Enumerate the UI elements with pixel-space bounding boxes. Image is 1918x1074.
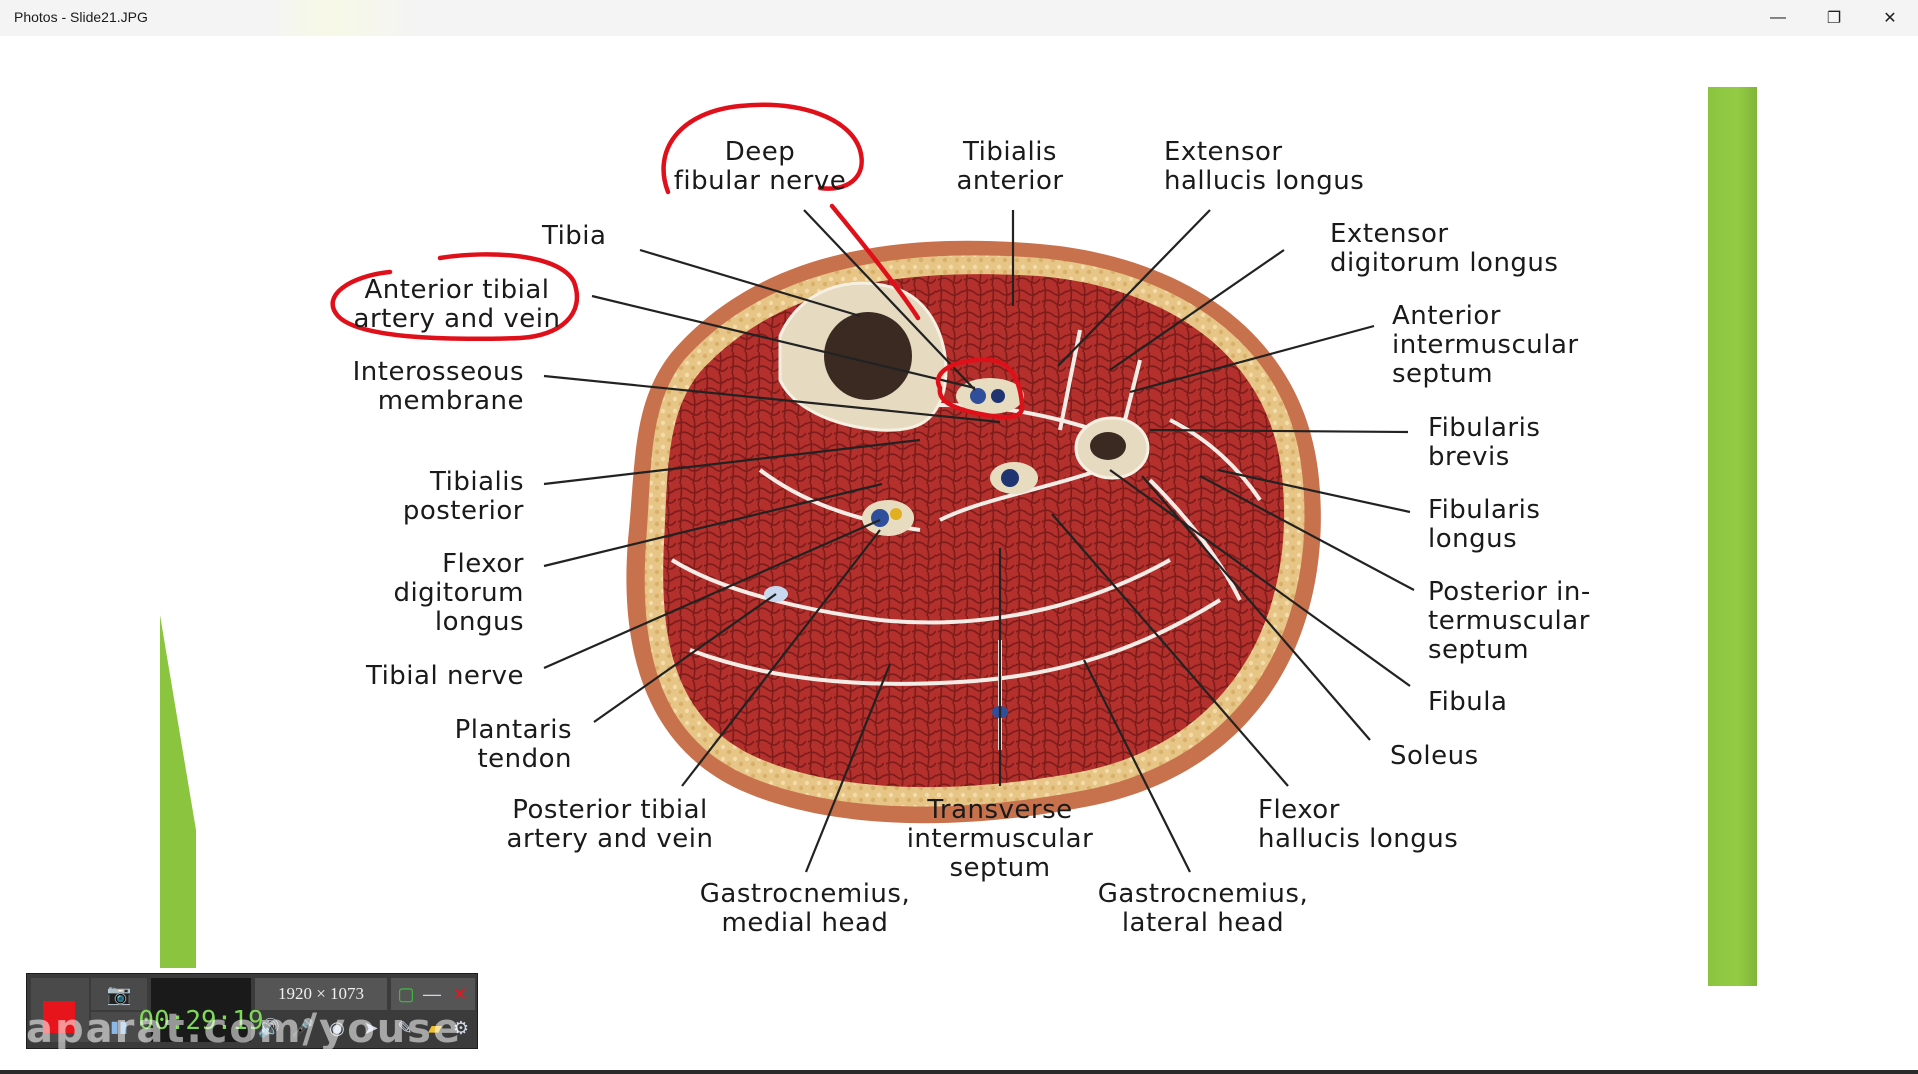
annotation-circle-deep-fibular [661, 102, 864, 195]
screen-recorder-toolbar: 📷 ▮▮ 00:29:19 1920 × 1073 ▢ — ✕ 🔊 🎤 ◉ ➤ … [26, 973, 478, 1049]
microphone-icon[interactable]: 🎤 [291, 1017, 315, 1038]
fibula-marrow [1090, 432, 1126, 460]
close-button[interactable]: ✕ [1883, 10, 1897, 27]
webcam-icon[interactable]: ◉ [329, 1017, 345, 1038]
folder-icon[interactable]: ▰ [428, 1017, 442, 1038]
bottom-edge [0, 1070, 1918, 1074]
label-soleus: Soleus [1390, 741, 1479, 771]
slide-accent-triangle [160, 615, 196, 968]
camera-icon[interactable]: 📷 [91, 978, 147, 1010]
window-title: Photos - Slide21.JPG [14, 9, 148, 25]
label-tibia: Tibia [542, 221, 607, 251]
cursor-icon[interactable]: ➤ [363, 1017, 379, 1038]
stop-icon [43, 1001, 75, 1033]
title-bar: Photos - Slide21.JPG — ❐ ✕ [0, 0, 1918, 36]
tibia-marrow [824, 312, 912, 400]
settings-gear-icon[interactable]: ⚙ [452, 1017, 470, 1038]
speaker-icon[interactable]: 🔊 [257, 1017, 281, 1038]
annotation-arrow-deep-fibular [829, 203, 921, 321]
close-recorder-icon[interactable]: ✕ [445, 978, 475, 1010]
label-fibula: Fibula [1428, 687, 1508, 717]
pen-icon[interactable]: ✎ [397, 1017, 413, 1038]
label-gastrocnemius-medial-head: Gastrocnemius,medial head [699, 879, 911, 938]
label-tibial-nerve: Tibial nerve [365, 661, 524, 691]
slide-accent-bar [1708, 87, 1757, 986]
stop-record-button[interactable] [31, 978, 89, 1042]
muscle-mass [663, 274, 1285, 788]
leader-lines [543, 209, 1415, 873]
minimize-button[interactable]: — [1770, 9, 1786, 26]
minimize-recorder-icon[interactable]: — [417, 978, 447, 1010]
restore-button[interactable]: ❐ [1826, 10, 1842, 27]
record-timer: 00:29:19 [138, 978, 264, 1042]
vessels [764, 378, 1038, 718]
label-gastrocnemius-lateral-head: Gastrocnemius,lateral head [1097, 879, 1309, 938]
red-annotations [330, 102, 1025, 420]
annotation-circle-anterior-tibial [330, 252, 580, 342]
annotation-circle-vessel [935, 357, 1025, 420]
region-select-icon[interactable]: ▢ [391, 978, 421, 1010]
resolution-display: 1920 × 1073 [255, 978, 387, 1010]
pause-icon[interactable]: ▮▮ [91, 1012, 147, 1042]
